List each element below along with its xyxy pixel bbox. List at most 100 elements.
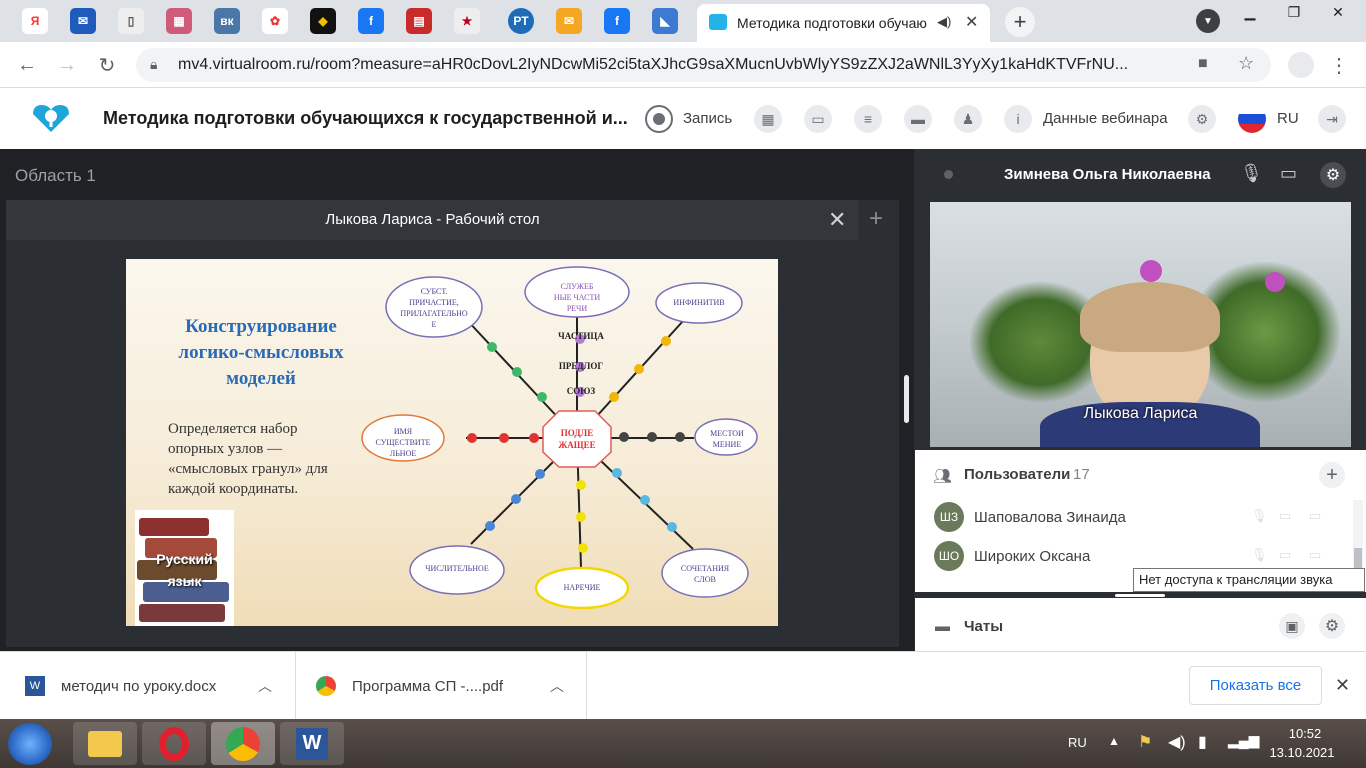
node-label: СУЩЕСТВИТЕ: [375, 438, 431, 447]
download-item[interactable]: W методич по уроку.docx ︿: [0, 652, 296, 719]
notes-icon[interactable]: ≡: [854, 105, 882, 133]
exit-icon[interactable]: ⇥: [1318, 105, 1346, 133]
mic-icon[interactable]: 🎙︎: [1251, 508, 1268, 523]
chevron-up-icon[interactable]: ︿: [550, 678, 564, 694]
add-user-icon[interactable]: ♟: [954, 105, 982, 133]
menu-dots-icon[interactable]: ⋮: [1329, 54, 1349, 77]
camera-off-icon[interactable]: ▭: [1280, 163, 1298, 183]
resize-handle[interactable]: [1115, 594, 1165, 597]
document-icon[interactable]: ▯: [118, 8, 144, 34]
tab-search-icon[interactable]: ▼: [1196, 9, 1220, 33]
word-label: ЧАСТИЦА: [558, 331, 604, 341]
star-icon[interactable]: ★: [454, 8, 480, 34]
users-scrollbar[interactable]: [1353, 500, 1363, 590]
webinar-data-label[interactable]: Данные вебинара: [1043, 110, 1168, 127]
close-tab-icon[interactable]: ✕: [965, 14, 979, 31]
chevron-up-icon[interactable]: ︿: [258, 678, 272, 694]
add-panel-icon[interactable]: +: [869, 205, 884, 232]
close-downloads-icon[interactable]: ✕: [1335, 675, 1351, 695]
folder-icon[interactable]: ▬: [904, 105, 932, 133]
record-icon[interactable]: [645, 105, 673, 133]
flower-icon[interactable]: ✿: [262, 8, 288, 34]
info-icon[interactable]: i: [1004, 105, 1032, 133]
camera-icon[interactable]: ▭: [1279, 547, 1292, 562]
speaker-icon[interactable]: ◀): [937, 14, 952, 29]
rt-icon[interactable]: РТ: [508, 8, 534, 34]
user-name: Широких Оксана: [974, 548, 1091, 565]
restore-icon[interactable]: ❐: [1287, 3, 1301, 20]
chats-title: Чаты: [964, 618, 1004, 635]
battery-icon[interactable]: ▮: [1198, 734, 1207, 751]
facebook-icon[interactable]: f: [604, 8, 630, 34]
new-tab-button[interactable]: +: [1005, 7, 1035, 37]
show-all-button[interactable]: Показать все: [1189, 666, 1322, 705]
facebook-icon[interactable]: f: [358, 8, 384, 34]
back-icon[interactable]: ←: [17, 53, 37, 76]
mic-off-icon[interactable]: 🎙︎: [1240, 163, 1263, 183]
word-label: ПРЕДЛОГ: [558, 361, 604, 371]
chat-settings-icon[interactable]: ⚙: [1319, 613, 1345, 639]
yandex-icon[interactable]: Я: [22, 8, 48, 34]
screen-icon[interactable]: ▭: [1309, 508, 1322, 523]
explorer-icon[interactable]: [73, 722, 137, 765]
add-user-button[interactable]: +: [1319, 462, 1345, 488]
notification-flag-icon[interactable]: ⚑: [1138, 734, 1153, 751]
room-icon[interactable]: ◣: [652, 8, 678, 34]
profile-icon[interactable]: [1288, 52, 1314, 78]
volume-icon[interactable]: ◀): [1168, 734, 1186, 751]
node-label: СОЧЕТАНИЯ: [680, 564, 730, 573]
app-icon[interactable]: ◆: [310, 8, 336, 34]
keyboard-language[interactable]: RU: [1068, 735, 1087, 750]
bookmark-star-icon[interactable]: ☆: [1238, 53, 1255, 73]
camera-icon[interactable]: ▭: [1279, 508, 1292, 523]
settings-icon[interactable]: ⚙: [1188, 105, 1216, 133]
slide-body-line: «смысловых гранул» для: [168, 461, 328, 477]
tray-expand-icon[interactable]: ▲: [1108, 734, 1120, 748]
screen-icon[interactable]: ▭: [1309, 547, 1322, 562]
flag-ru-icon[interactable]: [1238, 105, 1266, 133]
opera-icon[interactable]: [142, 722, 206, 765]
reload-icon[interactable]: ↻: [98, 54, 116, 77]
layout-icon[interactable]: ▦: [754, 105, 782, 133]
address-bar[interactable]: 🔒︎ mv4.virtualroom.ru/room?measure=aHR0c…: [136, 48, 1271, 82]
camera-icon[interactable]: ■: [1198, 55, 1208, 72]
node-label: МЕНИЕ: [712, 440, 742, 449]
users-title: Пользователи: [964, 466, 1071, 483]
tooltip: Нет доступа к трансляции звука: [1133, 568, 1365, 592]
language-label[interactable]: RU: [1277, 110, 1299, 127]
node-label: НЫЕ ЧАСТИ: [553, 293, 601, 302]
active-tab[interactable]: Методика подготовки обучающ ◀) ✕: [697, 4, 990, 42]
list-item[interactable]: ШЗ Шаповалова Зинаида 🎙︎ ▭ ▭: [915, 500, 1355, 540]
network-icon[interactable]: ▂▄▆: [1228, 732, 1260, 748]
clock-time[interactable]: 10:52: [1288, 726, 1322, 741]
slide-body-line: Определяется набор: [168, 421, 298, 437]
mic-icon[interactable]: 🎙︎: [1251, 547, 1268, 562]
word-icon[interactable]: W: [280, 722, 344, 765]
video-settings-icon[interactable]: ⚙: [1320, 162, 1346, 188]
lock-icon[interactable]: 🔒︎: [150, 56, 158, 72]
minimize-icon[interactable]: ▁: [1244, 3, 1256, 20]
close-window-icon[interactable]: ✕: [1332, 3, 1344, 20]
new-chat-icon[interactable]: ▣: [1279, 613, 1305, 639]
screen-share-icon[interactable]: ▭: [804, 105, 832, 133]
mail-icon[interactable]: ✉: [70, 8, 96, 34]
node-label: ИМЯ: [393, 427, 413, 436]
start-button[interactable]: [8, 723, 52, 765]
slide-body-line: опорных узлов —: [168, 441, 283, 457]
image-icon[interactable]: ▦: [166, 8, 192, 34]
download-item[interactable]: Программа СП -....pdf ︿: [296, 652, 587, 719]
vk-icon[interactable]: вк: [214, 8, 240, 34]
user-name: Шаповалова Зинаида: [974, 509, 1126, 526]
chrome-icon[interactable]: [211, 722, 275, 765]
close-icon[interactable]: ✕: [828, 207, 847, 232]
splitter-handle[interactable]: [904, 375, 909, 423]
book-icon[interactable]: ▤: [406, 8, 432, 34]
clock-date[interactable]: 13.10.2021: [1269, 745, 1335, 760]
list-item[interactable]: ШО Широких Оксана 🎙︎ ▭ ▭: [915, 539, 1355, 579]
node-label: МЕСТОИ: [710, 429, 744, 438]
forward-icon[interactable]: →: [57, 53, 77, 76]
record-label[interactable]: Запись: [683, 110, 733, 127]
app-header: Методика подготовки обучающихся к госуда…: [0, 88, 1366, 149]
envelope-icon[interactable]: ✉: [556, 8, 582, 34]
node-label: ПРИЛАГАТЕЛЬНО: [400, 309, 468, 318]
